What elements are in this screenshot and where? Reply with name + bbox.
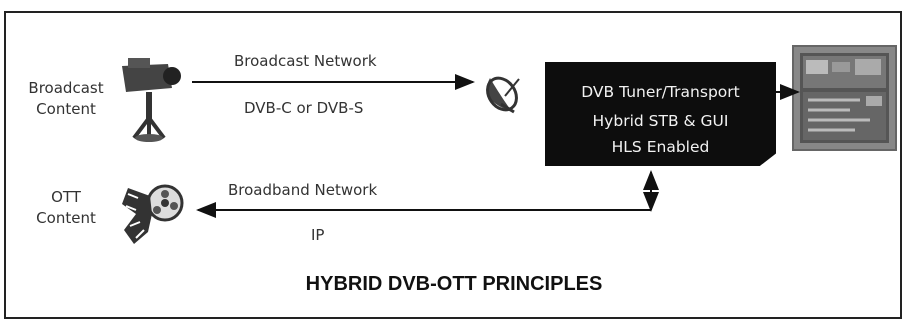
stb-line-gui: Hybrid STB & GUI: [592, 112, 729, 130]
hybrid-stb-box: DVB Tuner/Transport Hybrid STB & GUI HLS…: [545, 62, 776, 166]
tv-screen-icon: [792, 45, 897, 151]
dvb-variant-label: DVB-C or DVB-S: [244, 99, 364, 117]
film-reel-icon: [122, 184, 184, 244]
broadcast-content-line-2: Content: [36, 100, 96, 118]
ott-content-line-1: OTT: [51, 188, 81, 206]
ott-content-label: OTT Content: [27, 187, 105, 229]
broadcast-content-label: Broadcast Content: [20, 78, 112, 120]
camera-icon: [122, 58, 181, 142]
diagram-title: HYBRID DVB-OTT PRINCIPLES: [305, 273, 603, 295]
stb-line-hls: HLS Enabled: [611, 138, 710, 156]
broadcast-network-label: Broadcast Network: [234, 52, 377, 70]
broadcast-content-line-1: Broadcast: [28, 79, 104, 97]
ip-label: IP: [311, 226, 325, 244]
stb-line-tuner: DVB Tuner/Transport: [581, 83, 740, 101]
broadband-network-label: Broadband Network: [228, 181, 378, 199]
ott-content-line-2: Content: [36, 209, 96, 227]
satellite-dish-icon: [486, 76, 520, 114]
